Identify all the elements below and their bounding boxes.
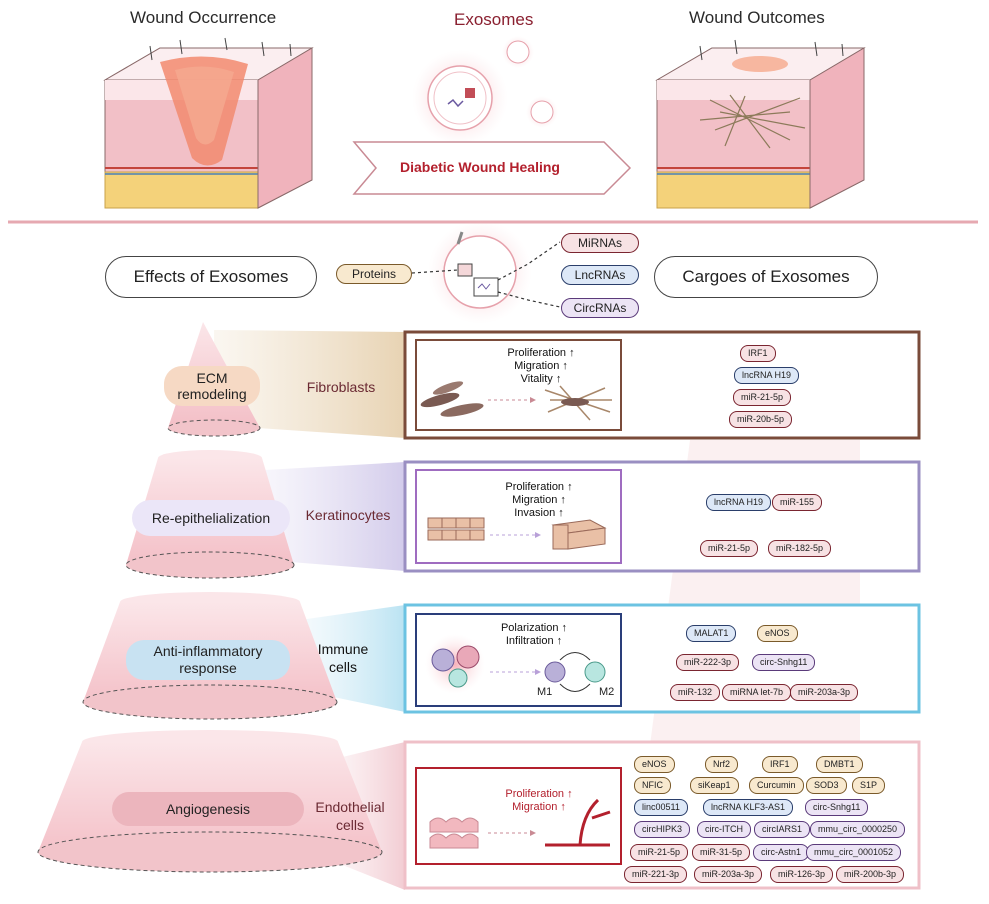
wound-outcomes-illustration bbox=[655, 39, 866, 209]
cargo-chip: miR-31-5p bbox=[692, 844, 751, 861]
cargo-chip: miR-182-5p bbox=[768, 540, 832, 557]
cargo-chip: miR-21-5p bbox=[700, 540, 759, 557]
immune-cells-illustration bbox=[425, 634, 606, 694]
level-3-effects: Polarization ↑ Infiltration ↑ bbox=[476, 622, 592, 648]
cargo-chip: miR-20b-5p bbox=[729, 411, 793, 428]
cargo-chip: circ-Snhg11 bbox=[805, 799, 869, 816]
level-4-effects: Proliferation ↑ Migration ↑ bbox=[484, 788, 594, 814]
cargo-chip: miR-132 bbox=[670, 684, 721, 701]
effect-line: Vitality ↑ bbox=[520, 373, 562, 385]
cargo-chip: SOD3 bbox=[806, 777, 847, 794]
effect-line: Migration ↑ bbox=[514, 360, 568, 372]
cargo-chip: circHIPK3 bbox=[634, 821, 691, 838]
cargo-chip: DMBT1 bbox=[816, 756, 863, 773]
m2-label: M2 bbox=[599, 686, 615, 698]
cargo-chip: miRNA let-7b bbox=[722, 684, 792, 701]
cargo-chip: siKeap1 bbox=[690, 777, 739, 794]
level-2-inner-box bbox=[415, 469, 622, 564]
cargoes-title: Cargoes of Exosomes bbox=[654, 256, 878, 298]
level-2-effects: Proliferation ↑ Migration ↑ Invasion ↑ bbox=[484, 481, 594, 520]
cargo-chip: miR-203a-3p bbox=[790, 684, 859, 701]
cells-fibroblasts: Fibroblasts bbox=[306, 379, 376, 395]
cargo-chip: lncRNA H19 bbox=[734, 367, 800, 384]
cargo-chip: circIARS1 bbox=[754, 821, 811, 838]
exosome-vesicles-illustration bbox=[412, 36, 558, 146]
cargo-chip: MALAT1 bbox=[686, 625, 737, 642]
effect-line: Infiltration ↑ bbox=[505, 635, 563, 647]
arrow-label: Diabetic Wound Healing bbox=[400, 159, 560, 175]
cargo-chip: lncRNA KLF3-AS1 bbox=[703, 799, 794, 816]
effect-line: Proliferation ↑ bbox=[505, 788, 573, 800]
cargo-chip: miR-21-5p bbox=[630, 844, 689, 861]
effect-ecm-remodeling: ECM remodeling bbox=[164, 366, 260, 406]
proteins-label: Proteins bbox=[336, 264, 412, 284]
cells-endothelial: Endothelial cells bbox=[315, 799, 385, 833]
cells-keratinocytes: Keratinocytes bbox=[305, 507, 391, 523]
cargo-exosome-illustration bbox=[428, 220, 532, 324]
endothelial-cells-illustration bbox=[429, 798, 611, 849]
circrnas-label: CircRNAs bbox=[561, 298, 639, 318]
cargo-chip: miR-222-3p bbox=[676, 654, 740, 671]
cargo-chip: miR-203a-3p bbox=[694, 866, 763, 883]
cargo-chip: mmu_circ_0000250 bbox=[810, 821, 906, 838]
effects-title: Effects of Exosomes bbox=[105, 256, 317, 298]
cargo-chip: Curcumin bbox=[749, 777, 804, 794]
cargo-chip: lncRNA H19 bbox=[706, 494, 772, 511]
cargo-chip: miR-155 bbox=[772, 494, 823, 511]
cargo-chip: circ-Snhg11 bbox=[752, 654, 816, 671]
cargo-chip: mmu_circ_0001052 bbox=[806, 844, 902, 861]
cargo-chip: miR-21-5p bbox=[733, 389, 792, 406]
cells-immune: Immune cells bbox=[317, 641, 369, 675]
fibroblast-cells-illustration bbox=[420, 381, 612, 421]
lncrnas-label: LncRNAs bbox=[561, 265, 639, 285]
cargo-chip: S1P bbox=[852, 777, 886, 794]
beam-level-1 bbox=[214, 330, 405, 438]
cargo-chip: miR-200b-3p bbox=[836, 866, 905, 883]
cargo-chip: circ-Astn1 bbox=[753, 844, 810, 861]
cargo-chip: NFIC bbox=[634, 777, 671, 794]
mirnas-label: MiRNAs bbox=[561, 233, 639, 253]
effect-line: Invasion ↑ bbox=[514, 507, 564, 519]
effect-re-epithelialization: Re-epithelialization bbox=[132, 500, 290, 536]
cargo-chip: linc00511 bbox=[634, 799, 688, 816]
cargo-chip: IRF1 bbox=[740, 345, 776, 362]
beam-level-2 bbox=[265, 462, 405, 571]
wound-occurrence-illustration bbox=[103, 37, 314, 209]
effect-angiogenesis: Angiogenesis bbox=[112, 792, 304, 826]
cargo-connectors bbox=[411, 241, 561, 308]
cargo-chip: eNOS bbox=[757, 625, 798, 642]
level-1-effects: Proliferation ↑ Migration ↑ Vitality ↑ bbox=[482, 347, 600, 386]
cargo-chip: eNOS bbox=[634, 756, 675, 773]
cargo-chip: IRF1 bbox=[762, 756, 798, 773]
effect-line: Proliferation ↑ bbox=[505, 481, 573, 493]
effect-line: Migration ↑ bbox=[512, 801, 566, 813]
m1-label: M1 bbox=[537, 686, 553, 698]
effect-line: Migration ↑ bbox=[512, 494, 566, 506]
cargo-chip: miR-126-3p bbox=[770, 866, 834, 883]
keratinocyte-cells-illustration bbox=[427, 517, 607, 550]
cargo-chip: miR-221-3p bbox=[624, 866, 688, 883]
level-4-inner-box bbox=[415, 767, 622, 865]
cargo-chip: Nrf2 bbox=[705, 756, 739, 773]
exosomes-title: Exosomes bbox=[454, 10, 534, 29]
diabetic-wound-healing-arrow bbox=[352, 141, 632, 195]
effect-line: Proliferation ↑ bbox=[507, 347, 575, 359]
wound-outcomes-title: Wound Outcomes bbox=[689, 8, 825, 27]
wound-occurrence-title: Wound Occurrence bbox=[130, 8, 277, 27]
cargo-chip: circ-ITCH bbox=[697, 821, 751, 838]
effect-line: Polarization ↑ bbox=[500, 622, 568, 634]
effect-anti-inflammatory-response: Anti-inflammatory response bbox=[126, 640, 290, 680]
